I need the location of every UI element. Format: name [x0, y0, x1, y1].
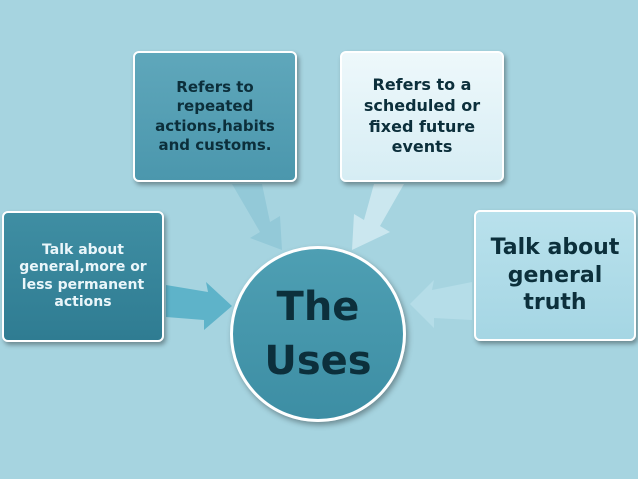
arrow-top-right: [352, 184, 404, 250]
use-box-top-right-text: Refers to a scheduled or fixed future ev…: [363, 74, 481, 157]
center-circle: The Uses: [230, 246, 406, 422]
arrow-left: [166, 282, 232, 330]
use-box-top-right: Refers to a scheduled or fixed future ev…: [340, 51, 504, 182]
use-box-top-left-text: Refers to repeated actions,habits and cu…: [155, 78, 275, 154]
use-box-top-left: Refers to repeated actions,habits and cu…: [133, 51, 297, 182]
center-label: The Uses: [264, 284, 372, 384]
arrow-top-left: [232, 184, 282, 250]
use-box-left: Talk about general,more or less permanen…: [2, 211, 164, 342]
use-box-left-text: Talk about general,more or less permanen…: [19, 242, 147, 310]
use-box-right: Talk about general truth: [474, 210, 636, 341]
use-box-right-text: Talk about general truth: [490, 235, 620, 316]
arrow-right: [410, 280, 472, 328]
